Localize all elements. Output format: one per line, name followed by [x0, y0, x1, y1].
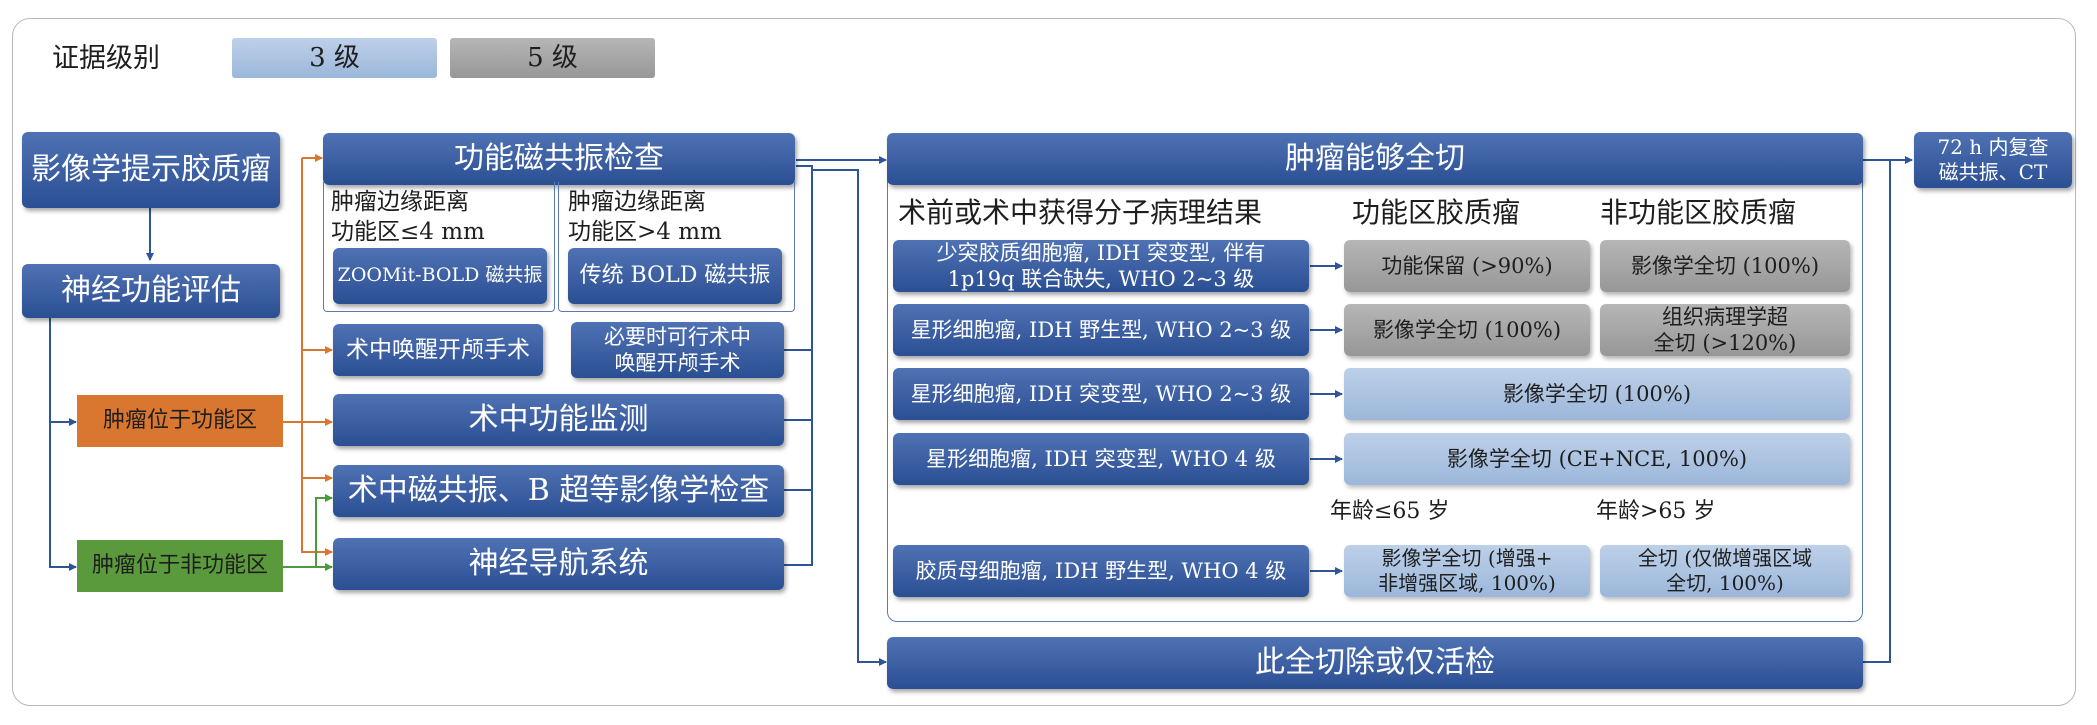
age-le65-label: 年龄≤65 岁: [1330, 499, 1450, 524]
functional-mri-exam: 功能磁共振检查: [323, 133, 795, 185]
optional-awake-line1: 必要时可行术中: [604, 324, 751, 349]
func-result-row5: 影像学全切 (增强+ 非增强区域, 100%): [1344, 545, 1590, 597]
distance-gt4-line2: 功能区>4 mm: [568, 219, 722, 245]
gross-total-resection-title: 肿瘤能够全切: [887, 133, 1863, 185]
nonfunc-result-row5: 全切 (仅做增强区域 全切, 100%): [1600, 545, 1850, 597]
diagram-frame: [12, 18, 2076, 706]
optional-awake-craniotomy: 必要时可行术中 唤醒开颅手术: [571, 322, 784, 378]
awake-craniotomy: 术中唤醒开颅手术: [333, 324, 543, 376]
intraop-imaging-exam: 术中磁共振、B 超等影像学检查: [333, 465, 784, 517]
nonfunc-row5-line2: 全切, 100%): [1666, 571, 1784, 595]
pathology-oligodendroglioma: 少突胶质细胞瘤, IDH 突变型, 伴有 1p19q 联合缺失, WHO 2~3…: [893, 240, 1309, 292]
fmri-right-group: [558, 182, 795, 312]
traditional-bold-mri: 传统 BOLD 磁共振: [568, 248, 782, 304]
tumor-in-functional-area: 肿瘤位于功能区: [77, 395, 283, 447]
col-header-functional: 功能区胶质瘤: [1352, 196, 1521, 229]
span-result-row3: 影像学全切 (100%): [1344, 368, 1850, 420]
nonfunc-row2-line2: 全切 (>120%): [1653, 331, 1797, 355]
followup-line1: 72 h 内复查: [1937, 135, 2049, 159]
distance-le4-line2: 功能区≤4 mm: [331, 219, 485, 245]
pathology-astro-idh-mut-4: 星形细胞瘤, IDH 突变型, WHO 4 级: [893, 433, 1309, 485]
nonfunc-result-row1: 影像学全切 (100%): [1600, 240, 1850, 292]
followup-line2: 磁共振、CT: [1938, 160, 2048, 184]
gross-total-group: [887, 176, 1863, 622]
tumor-in-nonfunctional-area: 肿瘤位于非功能区: [77, 540, 283, 592]
neuronavigation-system: 神经导航系统: [333, 538, 784, 590]
func-row5-line1: 影像学全切 (增强+: [1381, 546, 1553, 570]
optional-awake-line2: 唤醒开颅手术: [614, 351, 741, 375]
neuro-function-evaluation: 神经功能评估: [22, 264, 280, 318]
distance-le4-line1: 肿瘤边缘距离: [331, 189, 469, 215]
distance-gt4-line1: 肿瘤边缘距离: [568, 189, 706, 215]
col-header-pathology: 术前或术中获得分子病理结果: [898, 196, 1263, 229]
span-result-row4: 影像学全切 (CE+NCE, 100%): [1344, 433, 1850, 485]
age-gt65-label: 年龄>65 岁: [1596, 499, 1716, 524]
nonfunc-result-row2: 组织病理学超 全切 (>120%): [1600, 304, 1850, 356]
legend-level3: 3 级: [232, 38, 437, 78]
func-row5-line2: 非增强区域, 100%): [1378, 571, 1556, 595]
nonfunc-row2-line1: 组织病理学超: [1662, 304, 1788, 329]
pathology-glioblastoma: 胶质母细胞瘤, IDH 野生型, WHO 4 级: [893, 545, 1309, 597]
pathology-row1-line2: 1p19q 联合缺失, WHO 2~3 级: [947, 267, 1255, 291]
nonfunc-row5-line1: 全切 (仅做增强区域: [1637, 546, 1813, 570]
pathology-astro-idh-mut-2-3: 星形细胞瘤, IDH 突变型, WHO 2~3 级: [893, 368, 1309, 420]
partial-resection-or-biopsy: 此全切除或仅活检: [887, 637, 1863, 689]
pathology-astro-idh-wt-2-3: 星形细胞瘤, IDH 野生型, WHO 2~3 级: [893, 304, 1309, 356]
func-result-row2: 影像学全切 (100%): [1344, 304, 1590, 356]
imaging-suggests-glioma: 影像学提示胶质瘤: [22, 132, 280, 208]
legend-title: 证据级别: [52, 43, 160, 74]
func-result-row1: 功能保留 (>90%): [1344, 240, 1590, 292]
intraop-function-monitoring: 术中功能监测: [333, 394, 784, 446]
followup-72h-imaging: 72 h 内复查 磁共振、CT: [1914, 132, 2072, 188]
fmri-left-group: [323, 182, 555, 312]
zoomit-bold-mri: ZOOMit-BOLD 磁共振: [333, 248, 547, 304]
pathology-row1-line1: 少突胶质细胞瘤, IDH 突变型, 伴有: [936, 240, 1266, 265]
col-header-nonfunctional: 非功能区胶质瘤: [1600, 196, 1797, 229]
legend-level5: 5 级: [450, 38, 655, 78]
